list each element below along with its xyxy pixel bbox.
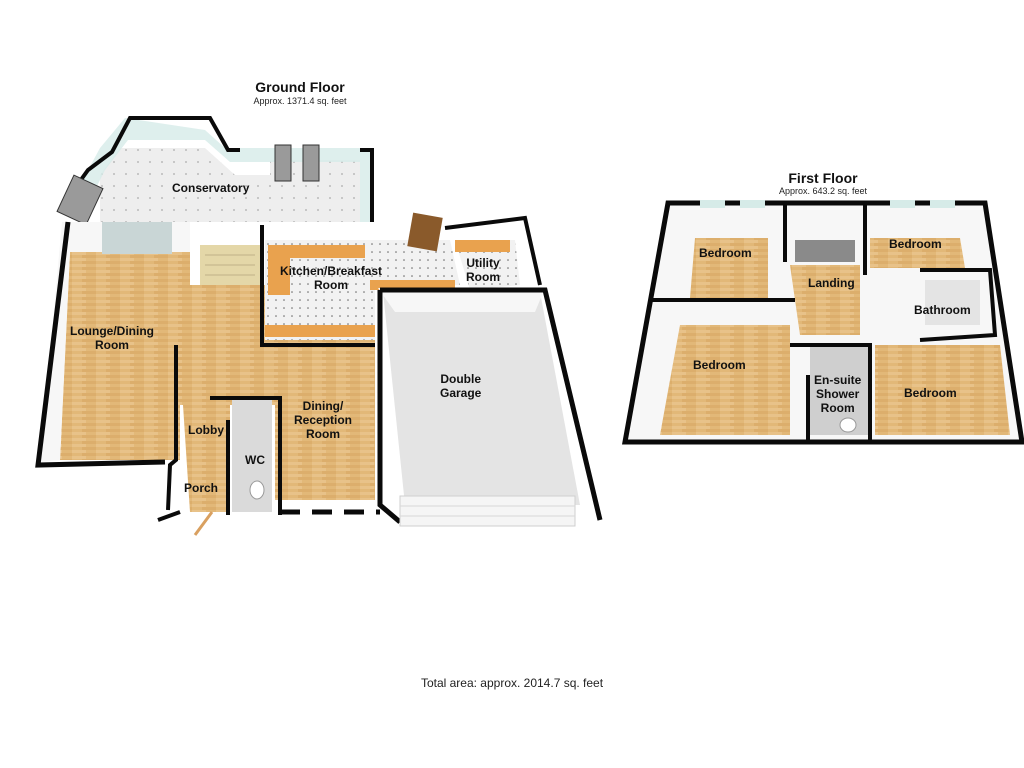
utility-label-line2: Room [466,270,500,284]
bedroom-bottom-right-floor [875,345,1010,435]
first-floor-title: First Floor [788,170,858,186]
room-label-lounge: Lounge/Dining Room [70,324,154,352]
bedroom-bottom-left-floor [660,325,790,435]
ensuite-label-line1: En-suite [814,373,862,387]
room-label-ensuite: En-suite Shower Room [814,373,861,415]
ground-floor-plan [35,116,603,536]
room-label-bedroom-top-right: Bedroom [889,237,942,251]
total-area: Total area: approx. 2014.7 sq. feet [420,676,604,690]
garage-label-line1: Double [440,372,482,386]
ground-floor-title: Ground Floor [255,79,345,95]
kitchen-label-line1: Kitchen/Breakfast [280,264,383,278]
lounge-label-line2: Room [94,338,129,352]
ensuite-floor [810,345,870,435]
room-label-landing: Landing [808,276,855,290]
room-label-dining: Dining/ Reception Room [294,399,352,441]
garage-floor [383,292,580,505]
bathroom-floor [925,280,980,325]
room-label-garage: Double Garage [440,372,481,400]
garage-door [399,495,576,527]
room-label-porch: Porch [184,481,219,495]
utility-label-line1: Utility [466,256,500,270]
lounge-floor [60,252,190,460]
kitchen-floor [265,240,460,340]
bedroom-top-left-floor [690,238,768,298]
kitchen-label-line2: Room [314,278,349,292]
conservatory-floor [100,148,360,222]
ensuite-label-line2: Shower [816,387,860,401]
landing-floor [790,265,860,335]
room-label-kitchen: Kitchen/Breakfast Room [280,264,382,292]
room-label-bedroom-bottom-left: Bedroom [693,358,746,372]
room-label-wc: WC [245,453,265,467]
kitchen-worktop [268,245,365,295]
first-floor-plan [622,200,1024,445]
first-floor-area: Approx. 643.2 sq. feet [778,186,868,196]
room-label-conservatory: Conservatory [172,181,250,195]
room-label-bedroom-top-left: Bedroom [699,246,752,260]
lounge-label-line1: Lounge/Dining [70,324,154,338]
ensuite-label-line3: Room [820,401,855,415]
utility-floor [455,240,520,290]
dining-label-line3: Room [306,427,340,441]
room-label-bedroom-bottom-right: Bedroom [904,386,957,400]
garage-label-line2: Garage [440,386,482,400]
dining-label-line1: Dining/ [302,399,344,413]
room-label-bathroom: Bathroom [914,303,971,317]
room-label-utility: Utility Room [466,256,500,284]
ground-floor-area: Approx. 1371.4 sq. feet [253,96,347,106]
room-label-lobby: Lobby [188,423,224,437]
bedroom-top-right-floor [870,238,965,268]
dining-label-line2: Reception [294,413,353,427]
